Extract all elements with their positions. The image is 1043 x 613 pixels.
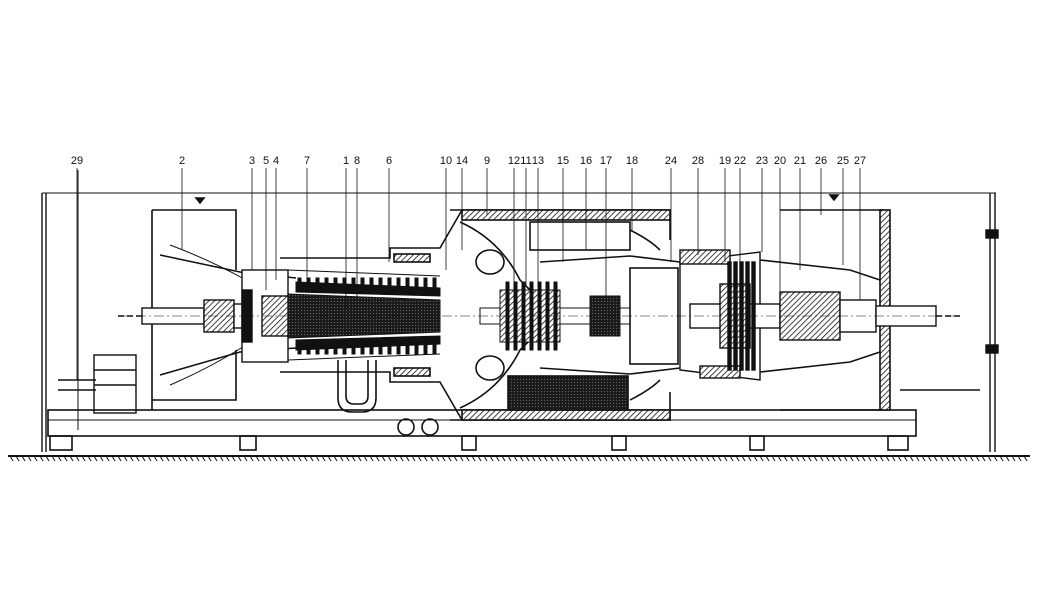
callout-label-28: 28 [692,155,704,167]
callout-label-11: 11 [520,155,531,167]
callout-label-6: 6 [386,155,392,167]
callout-label-23: 23 [756,155,768,167]
callout-label-24: 24 [665,155,677,167]
callout-label-14: 14 [456,155,468,167]
callout-label-21: 21 [794,155,806,167]
callout-label-25: 25 [837,155,849,167]
callout-label-7: 7 [304,155,310,167]
callout-label-22: 22 [734,155,746,167]
callout-label-8: 8 [354,155,360,167]
callout-label-10: 10 [440,155,452,167]
callout-label-4: 4 [273,155,279,167]
callout-label-29: 29 [71,155,83,167]
callout-label-1: 1 [343,155,349,167]
callout-label-5: 5 [263,155,269,167]
callout-label-13: 13 [532,155,544,167]
callout-label-12: 12 [508,155,520,167]
ground-base [8,456,1030,461]
callout-label-17: 17 [600,155,612,167]
callout-label-3: 3 [249,155,255,167]
callout-label-26: 26 [815,155,827,167]
callout-label-18: 18 [626,155,638,167]
callout-label-15: 15 [557,155,569,167]
auxiliary-unit [58,170,136,430]
bleed-pipe [338,360,376,412]
callout-label-16: 16 [580,155,592,167]
callout-label-19: 19 [719,155,731,167]
callout-label-2: 2 [179,155,185,167]
compressor-rotor [288,278,440,354]
callout-label-20: 20 [774,155,786,167]
power-turbine [680,250,780,380]
callout-label-27: 27 [854,155,866,167]
callout-label-9: 9 [484,155,490,167]
